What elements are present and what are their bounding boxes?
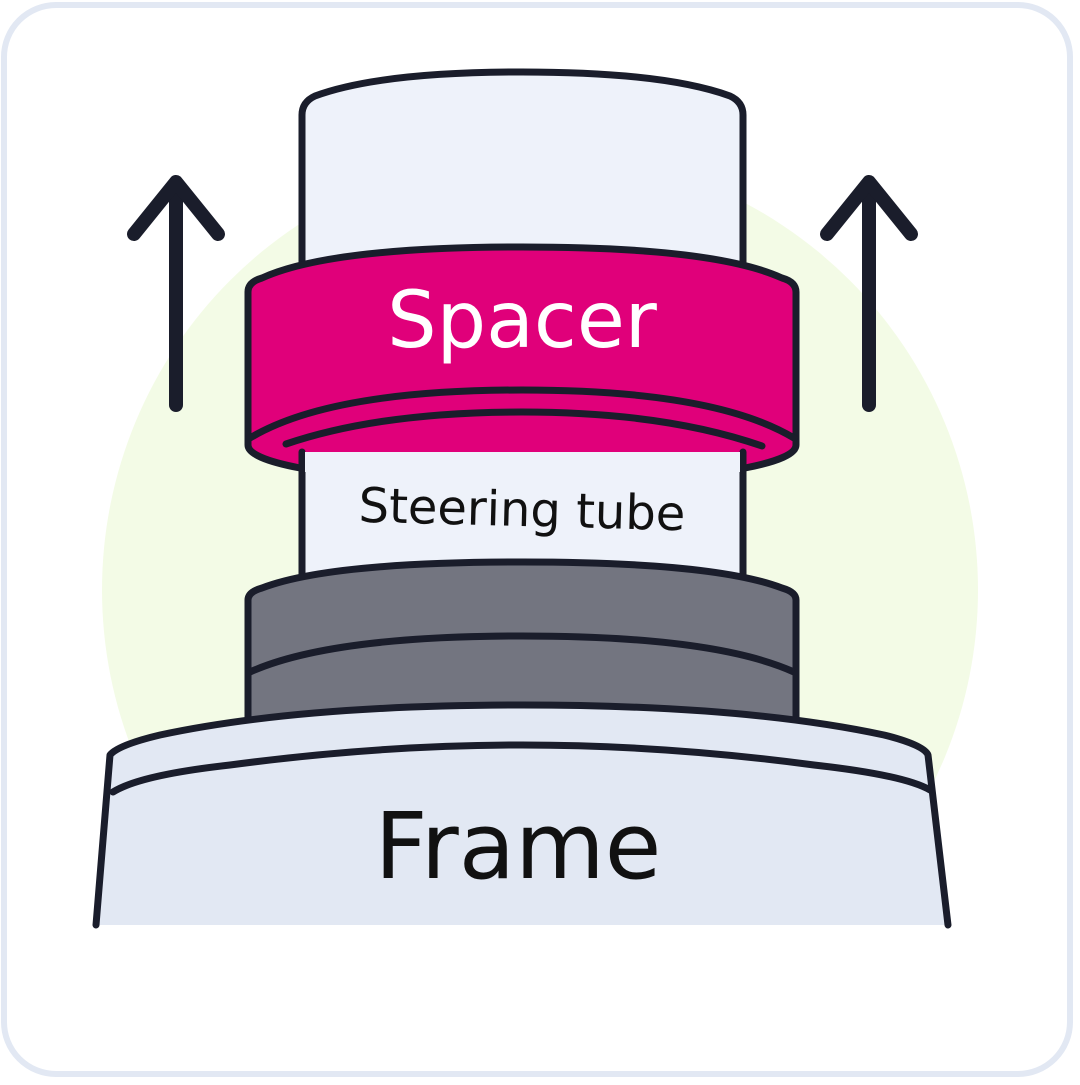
right-arrow-up-icon bbox=[820, 175, 918, 412]
frame-shape bbox=[92, 701, 952, 929]
spacer-ring bbox=[244, 243, 800, 474]
steering-tube-label: Steering tube bbox=[358, 478, 686, 543]
left-arrow-up-icon bbox=[127, 175, 225, 412]
steering-tube-top bbox=[298, 68, 747, 304]
spacer-label: Spacer bbox=[387, 276, 658, 366]
frame-label: Frame bbox=[375, 793, 662, 900]
headset-cups bbox=[244, 558, 800, 729]
